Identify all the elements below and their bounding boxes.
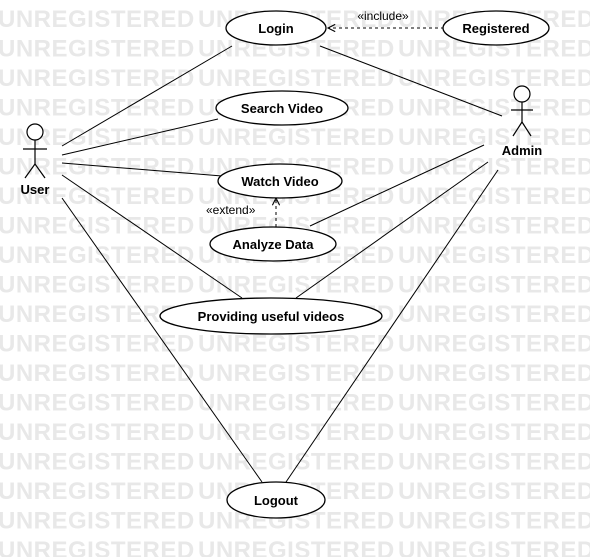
watermark-text: UNREGISTERED (198, 124, 395, 151)
watermark-text: UNREGISTERED (398, 449, 590, 476)
watermark-text: UNREGISTERED (398, 390, 590, 417)
include-stereotype: «include» (357, 9, 409, 23)
actor-admin-label: Admin (502, 143, 543, 158)
watermark-text: UNREGISTERED (398, 508, 590, 535)
watermark-text: UNREGISTERED (198, 65, 395, 92)
use-case-registered-label: Registered (462, 21, 529, 36)
associations (61, 45, 503, 483)
watermark-text: UNREGISTERED (0, 154, 195, 181)
watermark-text: UNREGISTERED (398, 65, 590, 92)
watermark-text: UNREGISTERED (198, 331, 395, 358)
watermark-text: UNREGISTERED (398, 478, 590, 505)
watermark-text: UNREGISTERED (398, 537, 590, 557)
use-case-logout-label: Logout (254, 493, 299, 508)
use-case-watch-video[interactable]: Watch Video (217, 163, 343, 199)
watermark-text: UNREGISTERED (198, 390, 395, 417)
watermark-text: UNREGISTERED (0, 6, 195, 33)
assoc-user-login (61, 45, 233, 147)
use-case-analyze-data-shape[interactable] (209, 226, 337, 262)
actor-user-label: User (21, 182, 50, 197)
watermark-text: UNREGISTERED (0, 508, 195, 535)
use-case-analyze-data-label: Analyze Data (233, 237, 315, 252)
use-case-login-label: Login (258, 21, 293, 36)
assoc-admin-login (319, 45, 503, 117)
extend-stereotype: «extend» (206, 203, 256, 217)
watermark-text: UNREGISTERED (198, 360, 395, 387)
assoc-user-providing-useful-videos (61, 174, 243, 299)
use-case-analyze-data[interactable]: Analyze Data (209, 226, 337, 262)
admin-stick-figure-icon[interactable] (511, 85, 533, 137)
watermark-text: UNREGISTERED (398, 419, 590, 446)
use-case-providing-useful-videos[interactable]: Providing useful videos (159, 297, 383, 335)
use-case-login-shape[interactable] (225, 10, 327, 46)
assoc-admin-analyze-data (309, 144, 485, 227)
watermark-text: UNREGISTERED (198, 272, 395, 299)
watermark-text: UNREGISTERED (0, 478, 195, 505)
watermark-text: UNREGISTERED (398, 95, 590, 122)
watermark-text: UNREGISTERED (398, 213, 590, 240)
watermark-text: UNREGISTERED (398, 301, 590, 328)
watermark-text: UNREGISTERED (198, 537, 395, 557)
actor-admin[interactable]: Admin (502, 85, 543, 158)
user-stick-figure-icon[interactable] (23, 123, 47, 179)
actor-user[interactable]: User (21, 123, 50, 197)
watermark-text: UNREGISTERED (198, 419, 395, 446)
watermark-text: UNREGISTERED (0, 419, 195, 446)
use-case-search-video-shape[interactable] (215, 90, 349, 126)
assoc-admin-providing-useful-videos (295, 161, 489, 299)
watermark-text: UNREGISTERED (0, 537, 195, 557)
use-case-login[interactable]: Login (225, 10, 327, 46)
assoc-admin-logout (285, 169, 499, 483)
watermark-text: UNREGISTERED (0, 183, 195, 210)
use-case-logout-shape[interactable] (226, 481, 326, 519)
watermark-text: UNREGISTERED (398, 272, 590, 299)
use-case-providing-useful-videos-label: Providing useful videos (198, 309, 345, 324)
watermark-text: UNREGISTERED (0, 242, 195, 269)
use-case-search-video[interactable]: Search Video (215, 90, 349, 126)
watermark-text: UNREGISTERED (0, 36, 195, 63)
watermark-text: UNREGISTERED (0, 390, 195, 417)
watermark-text: UNREGISTERED (0, 449, 195, 476)
assoc-user-logout (61, 197, 263, 483)
watermark-text: UNREGISTERED (398, 124, 590, 151)
watermark-text: UNREGISTERED (0, 272, 195, 299)
watermark-text: UNREGISTERED (398, 360, 590, 387)
use-case-registered[interactable]: Registered (442, 10, 550, 46)
extend-relation: «extend» (206, 198, 276, 227)
use-case-logout[interactable]: Logout (226, 481, 326, 519)
use-case-search-video-label: Search Video (241, 101, 323, 116)
use-case-registered-shape[interactable] (442, 10, 550, 46)
use-case-providing-useful-videos-shape[interactable] (159, 297, 383, 335)
use-case-watch-video-shape[interactable] (217, 163, 343, 199)
watermark-text: UNREGISTERED (0, 213, 195, 240)
watermark-text: UNREGISTERED (0, 360, 195, 387)
assoc-user-watch-video (61, 162, 223, 177)
watermark-text: UNREGISTERED (0, 95, 195, 122)
watermark-text: UNREGISTERED (398, 242, 590, 269)
use-case-watch-video-label: Watch Video (241, 174, 318, 189)
watermark-text: UNREGISTERED (0, 65, 195, 92)
watermark-text: UNREGISTERED (398, 183, 590, 210)
watermark-text: UNREGISTERED (198, 449, 395, 476)
watermark-text: UNREGISTERED (398, 331, 590, 358)
include-relation: «include» (328, 9, 444, 28)
assoc-user-search-video (61, 118, 219, 156)
watermark-text: UNREGISTERED (0, 331, 195, 358)
